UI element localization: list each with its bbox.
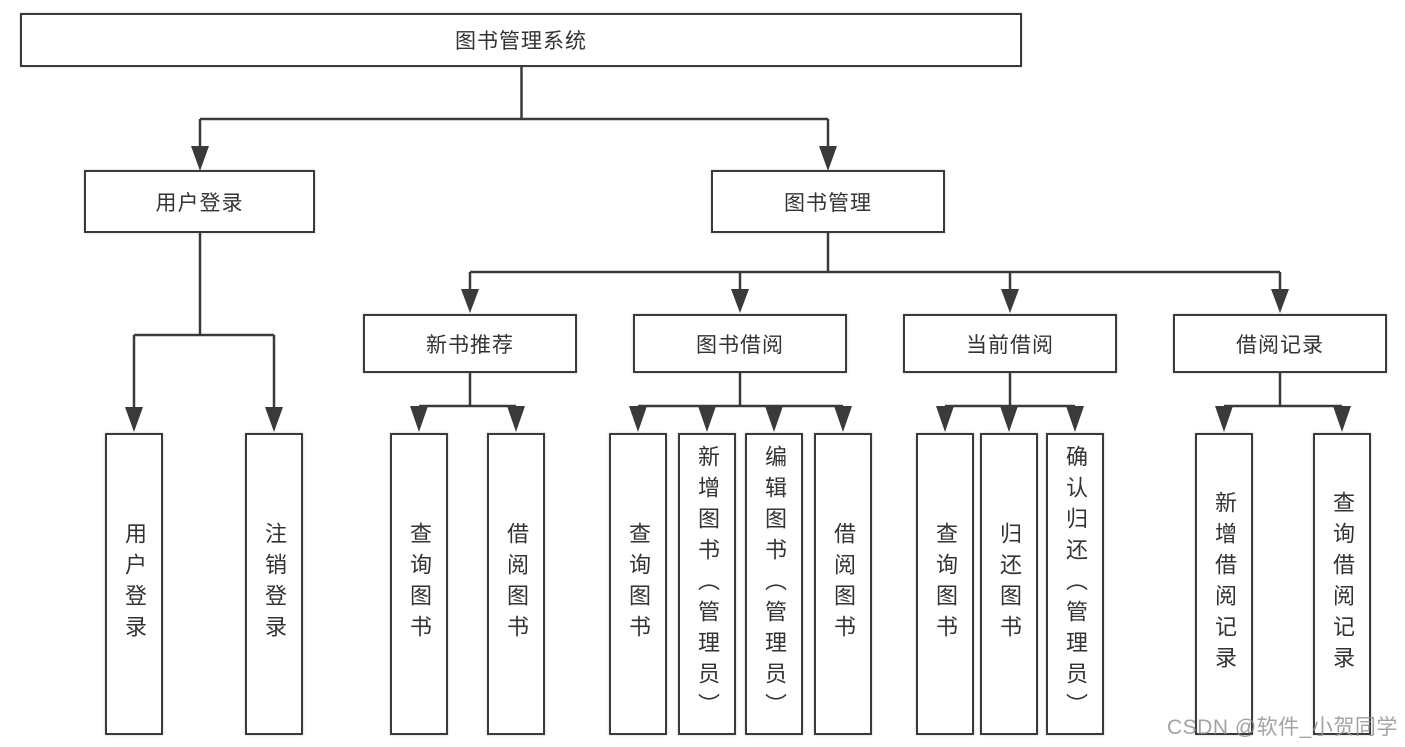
node-book-borrowing: 图书借阅: [633, 314, 847, 373]
node-book-management: 图书管理: [711, 170, 945, 233]
leaf-borrowing-borrow-books-label: 借阅图书: [831, 522, 856, 646]
leaf-newbooks-borrow-books: 借阅图书: [487, 433, 545, 735]
leaf-records-query-borrow-record: 查询借阅记录: [1313, 433, 1371, 735]
leaf-borrowing-add-books-admin: 新增图书（管理员）: [678, 433, 736, 735]
leaf-newbooks-query-books: 查询图书: [390, 433, 448, 735]
leaf-user-login: 用户登录: [105, 433, 163, 735]
leaf-newbooks-query-books-label: 查询图书: [407, 522, 432, 646]
leaf-borrowing-query-books: 查询图书: [609, 433, 667, 735]
node-root-library-system: 图书管理系统: [20, 13, 1022, 67]
leaf-records-add-borrow-record: 新增借阅记录: [1195, 433, 1253, 735]
leaf-current-confirm-return-admin-label: 确认归还（管理员）: [1063, 444, 1088, 724]
node-new-book-recommendation: 新书推荐: [363, 314, 577, 373]
leaf-borrowing-borrow-books: 借阅图书: [814, 433, 872, 735]
leaf-borrowing-edit-books-admin-label: 编辑图书（管理员）: [762, 444, 787, 724]
node-new-book-recommendation-label: 新书推荐: [426, 333, 514, 357]
leaf-current-query-books: 查询图书: [916, 433, 974, 735]
leaf-current-return-books: 归还图书: [980, 433, 1038, 735]
leaf-logout-label: 注销登录: [262, 522, 287, 646]
node-borrowing-records-label: 借阅记录: [1236, 333, 1324, 357]
leaf-records-add-borrow-record-label: 新增借阅记录: [1212, 491, 1237, 677]
leaf-current-return-books-label: 归还图书: [997, 522, 1022, 646]
leaf-records-query-borrow-record-label: 查询借阅记录: [1330, 491, 1355, 677]
leaf-borrowing-add-books-admin-label: 新增图书（管理员）: [695, 444, 720, 724]
node-current-borrowing-label: 当前借阅: [966, 333, 1054, 357]
csdn-watermark: CSDN @软件_小贺同学: [1167, 716, 1398, 739]
leaf-borrowing-edit-books-admin: 编辑图书（管理员）: [745, 433, 803, 735]
leaf-current-query-books-label: 查询图书: [933, 522, 958, 646]
node-current-borrowing: 当前借阅: [903, 314, 1117, 373]
node-borrowing-records: 借阅记录: [1173, 314, 1387, 373]
leaf-newbooks-borrow-books-label: 借阅图书: [504, 522, 529, 646]
node-book-management-label: 图书管理: [784, 191, 872, 215]
node-user-login: 用户登录: [84, 170, 315, 233]
leaf-borrowing-query-books-label: 查询图书: [626, 522, 651, 646]
leaf-current-confirm-return-admin: 确认归还（管理员）: [1046, 433, 1104, 735]
leaf-logout: 注销登录: [245, 433, 303, 735]
node-user-login-label: 用户登录: [155, 191, 244, 215]
node-book-borrowing-label: 图书借阅: [696, 333, 784, 357]
leaf-user-login-label: 用户登录: [122, 522, 147, 646]
node-root-label: 图书管理系统: [455, 30, 587, 53]
